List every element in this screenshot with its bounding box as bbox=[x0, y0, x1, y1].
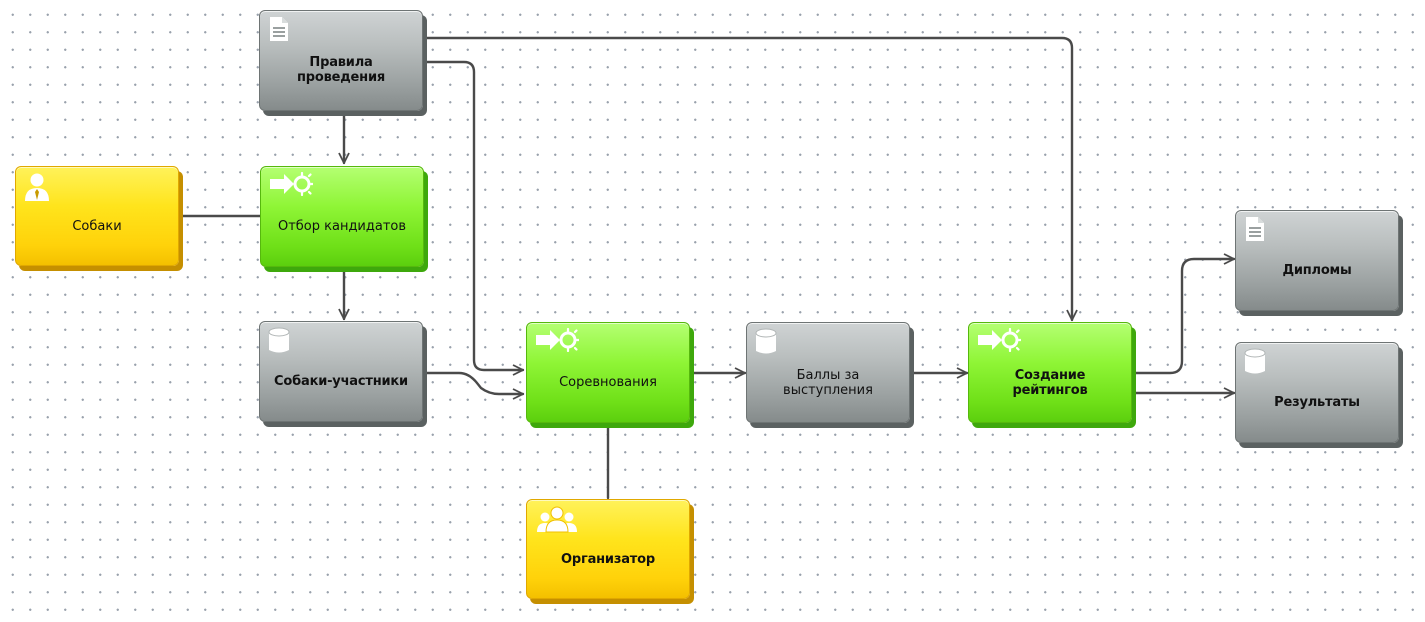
node-label: Организатор bbox=[561, 551, 655, 567]
node-label: Отбор кандидатов bbox=[277, 219, 407, 234]
node-label: Дипломы bbox=[1282, 263, 1352, 278]
node-label: Баллы за выступления bbox=[783, 367, 873, 398]
node-diplomas[interactable]: Дипломы bbox=[1235, 210, 1399, 311]
group-icon bbox=[537, 506, 577, 533]
person-icon bbox=[25, 173, 49, 201]
database-icon bbox=[268, 327, 290, 353]
node-dogs[interactable]: Собаки bbox=[15, 166, 179, 266]
node-results[interactable]: Результаты bbox=[1235, 342, 1399, 443]
node-label: Результаты bbox=[1274, 395, 1360, 410]
connector-participants-to-competition bbox=[422, 371, 525, 394]
node-ratings[interactable]: Создание рейтингов bbox=[968, 322, 1132, 423]
database-icon bbox=[755, 328, 777, 354]
node-participants[interactable]: Собаки-участники bbox=[259, 321, 423, 422]
process-icon bbox=[270, 172, 313, 196]
process-icon bbox=[536, 328, 579, 352]
connector-rules-to-ratings bbox=[422, 36, 1072, 322]
document-icon bbox=[1246, 217, 1264, 241]
process-icon bbox=[978, 328, 1021, 352]
node-organizer[interactable]: Организатор bbox=[526, 499, 690, 599]
node-selection[interactable]: Отбор кандидатов bbox=[260, 166, 424, 267]
node-label: Соревнования bbox=[559, 375, 657, 390]
node-competition[interactable]: Соревнования bbox=[526, 322, 690, 423]
connector-rules-to-competition bbox=[422, 60, 525, 370]
node-label: Создание рейтингов bbox=[1012, 367, 1088, 398]
node-rules[interactable]: Правила проведения bbox=[259, 10, 423, 111]
node-label: Собаки-участники bbox=[274, 374, 408, 389]
node-scores[interactable]: Баллы за выступления bbox=[746, 322, 910, 423]
database-icon bbox=[1244, 348, 1266, 374]
node-label: Собаки bbox=[72, 218, 122, 234]
node-label: Правила проведения bbox=[296, 54, 386, 85]
connector-ratings-to-diplomas bbox=[1131, 259, 1236, 375]
document-icon bbox=[270, 17, 288, 41]
